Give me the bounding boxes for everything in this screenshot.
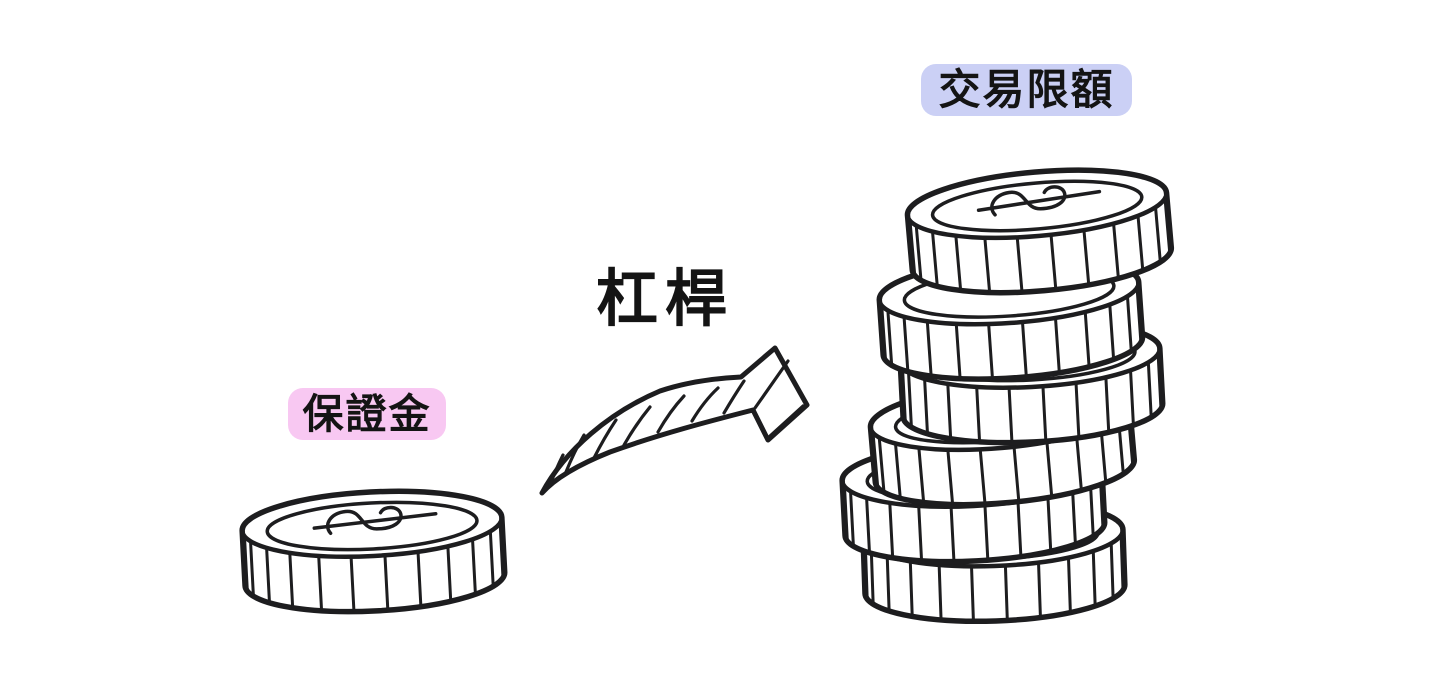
arrow-hatching	[548, 359, 805, 487]
arrow-body	[539, 345, 810, 496]
trading-limit-label-badge: 交易限額	[921, 64, 1132, 116]
margin-label-badge: 保證金	[288, 388, 446, 440]
single-coin	[241, 485, 507, 617]
leverage-label: 杠桿	[596, 262, 735, 335]
curved-arrow-icon	[539, 345, 810, 496]
coin-base	[241, 485, 507, 617]
coin-stack	[841, 161, 1175, 626]
